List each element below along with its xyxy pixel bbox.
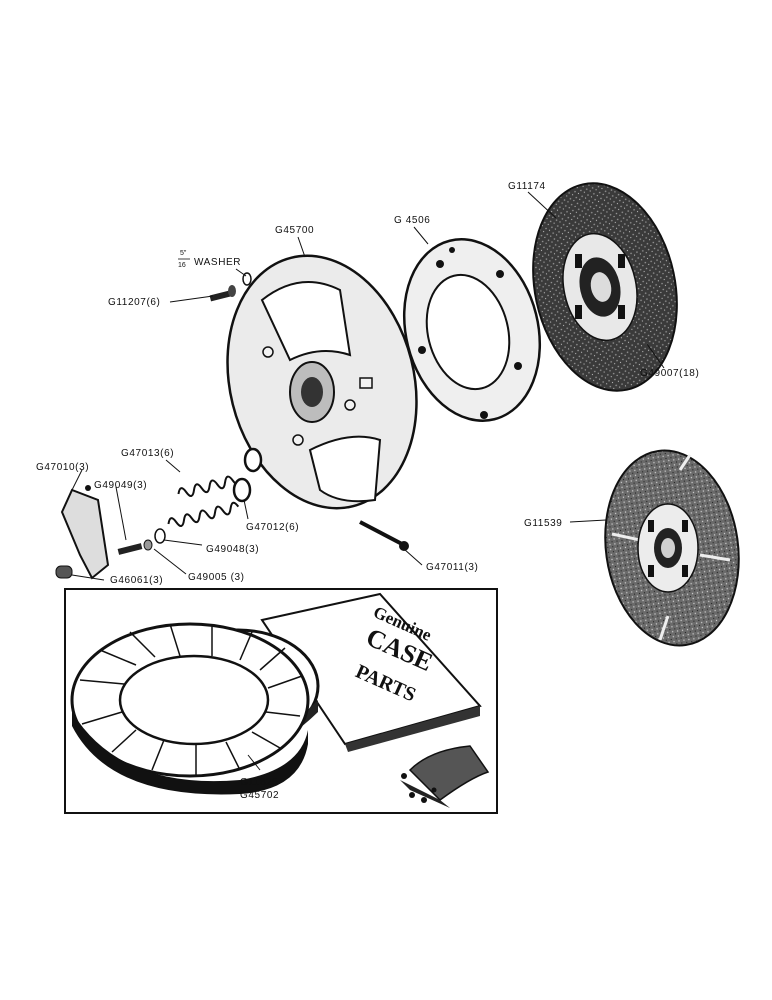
roller-g46061 <box>55 565 73 579</box>
label-g49048: G49048(3) <box>206 544 259 555</box>
label-g49049: G49049(3) <box>94 480 147 491</box>
rivet-packet <box>400 745 490 808</box>
label-g46061: G46061(3) <box>110 575 163 586</box>
label-washer: WASHER <box>194 257 241 268</box>
pin-g47011 <box>359 520 409 551</box>
label-g49007: G49007(18) <box>640 368 699 379</box>
label-g11539: G11539 <box>524 518 562 529</box>
parts-book: Genuine CASE PARTS <box>260 592 482 752</box>
label-g47013: G47013(6) <box>121 448 174 459</box>
label-g47011: G47011(3) <box>426 562 478 573</box>
label-g11174: G11174 <box>508 181 546 192</box>
washer-5-16 <box>242 272 252 286</box>
label-g11207: G11207(6) <box>108 297 160 308</box>
bolt-g11207 <box>209 285 236 302</box>
label-washer-frac-bot: 16 <box>178 262 186 269</box>
clutch-disc-g11539 <box>604 449 740 647</box>
clutch-facing-ring-front <box>70 622 310 795</box>
springs-g47013 <box>167 447 263 527</box>
part-labels: G11174 G 4506 G45700 5" 16 WASHER G11207… <box>36 181 699 801</box>
label-g49005: G49005 (3) <box>188 572 245 583</box>
label-g4506: G 4506 <box>394 215 430 226</box>
clutch-cover-g45700 <box>226 254 418 510</box>
label-g45702: G45702 <box>240 790 279 801</box>
pin-g49049 <box>117 543 143 555</box>
washer-g49005 <box>143 539 153 551</box>
label-washer-frac-top: 5" <box>180 250 187 257</box>
label-g45700: G45700 <box>275 225 314 236</box>
lever-g47010 <box>60 485 110 580</box>
washer-g49048 <box>154 528 166 544</box>
clutch-disc-g11174 <box>532 182 678 392</box>
label-g47010: G47010(3) <box>36 462 89 473</box>
label-g11825: G11825 <box>240 777 278 788</box>
leader-lines <box>71 191 665 771</box>
label-g47012: G47012(6) <box>246 522 299 533</box>
